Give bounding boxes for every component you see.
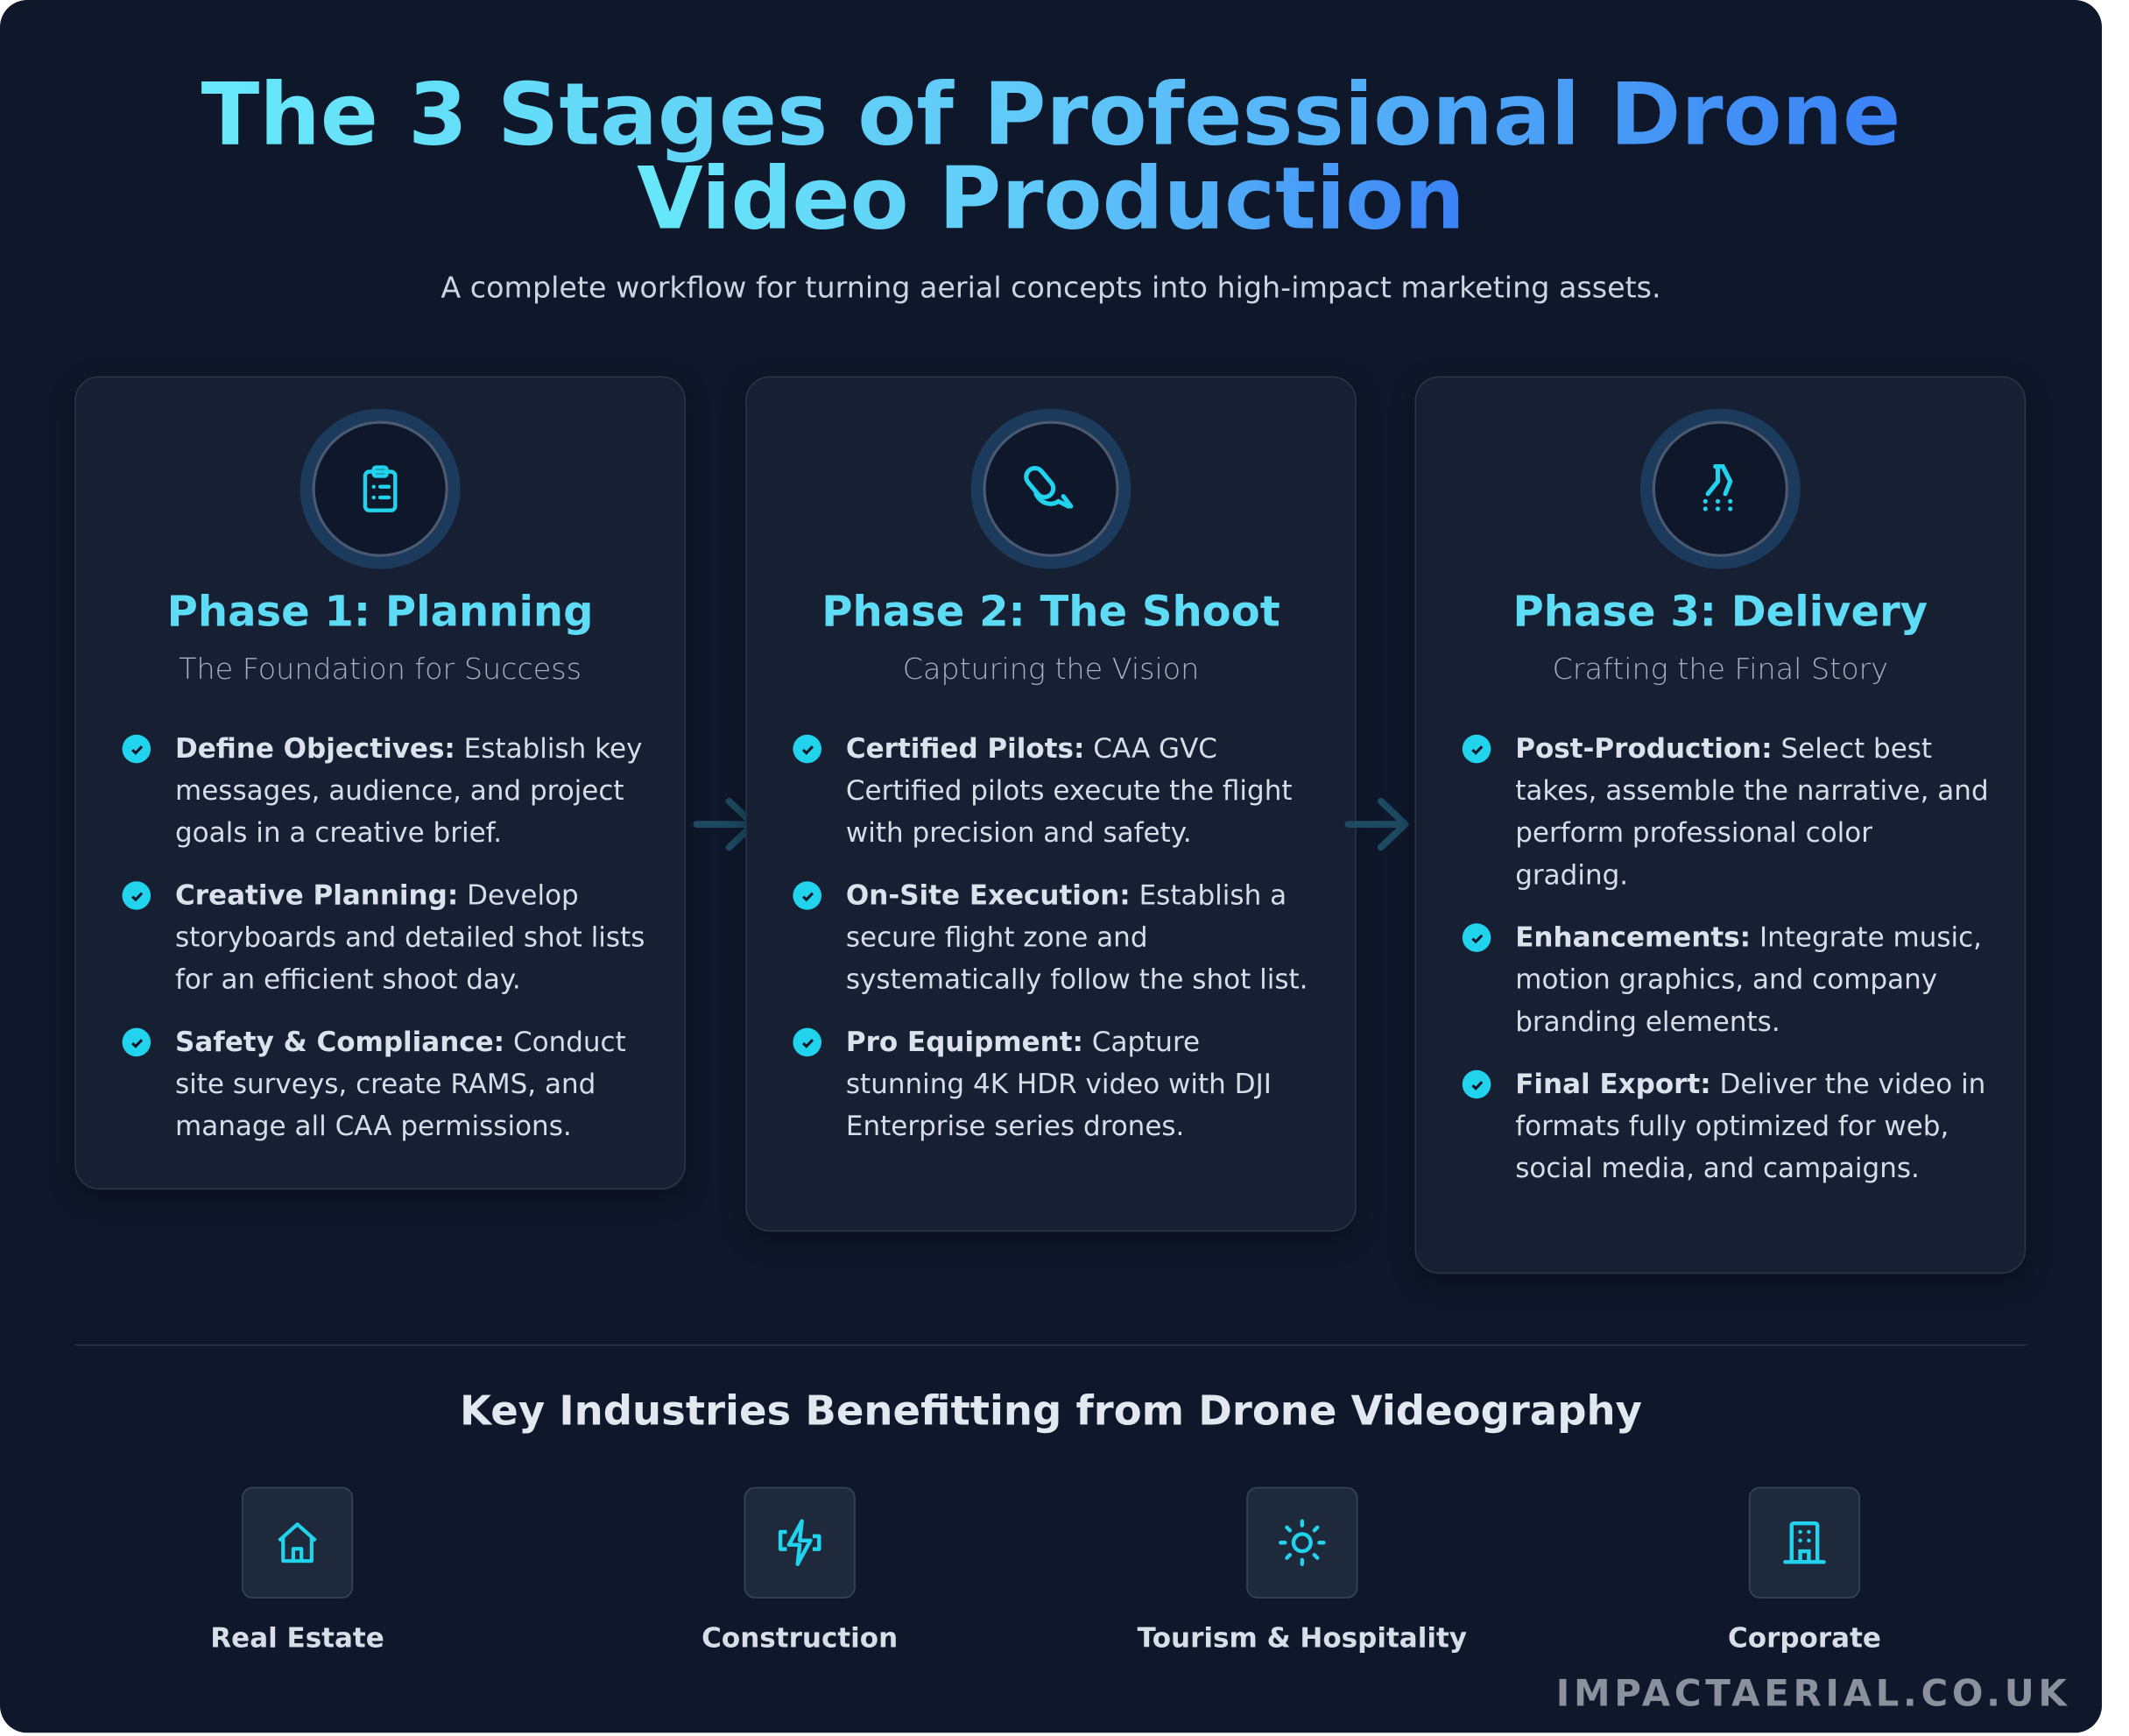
phase-icon-ring [1639,408,1801,569]
industry-tile-tourism [1246,1486,1358,1598]
industry-label: Tourism & Hospitality [1137,1621,1467,1655]
microphone-icon [1024,465,1074,509]
list-item: Define Objectives: Establish key message… [122,728,652,854]
phase-title: Phase 2: The Shoot [821,588,1280,638]
check-circle-icon [122,881,152,910]
check-circle-icon [122,1027,152,1057]
phase-subtitle: Crafting the Final Story [1552,653,1889,688]
watermark: IMPACTAERIAL.CO.UK [1555,1673,2071,1716]
industries-heading: Key Industries Benefitting from Drone Vi… [460,1387,1642,1436]
phase-card-shoot: Phase 2: The Shoot Capturing the Vision … [745,376,1357,1232]
check-circle-icon [1462,734,1491,764]
phase-subtitle: Capturing the Vision [902,653,1200,688]
industry-tile-construction [744,1486,856,1598]
list-item: On-Site Execution: Establish a secure fl… [793,874,1322,1000]
list-item: Safety & Compliance: Conduct site survey… [122,1021,652,1147]
page-subtitle: A complete workflow for turning aerial c… [441,272,1661,306]
industry-label: Real Estate [210,1621,384,1655]
check-circle-icon [793,881,821,910]
list-item: Final Export: Deliver the video in forma… [1462,1063,1992,1189]
phase-subtitle: The Foundation for Success [179,653,582,688]
spray-icon [1702,464,1733,512]
check-circle-icon [122,734,152,764]
sun-icon [1279,1519,1326,1567]
list-item: Enhancements: Integrate music, motion gr… [1462,917,1992,1043]
phase-card-delivery: Phase 3: Delivery Crafting the Final Sto… [1414,376,2027,1274]
list-item: Pro Equipment: Capture stunning 4K HDR v… [793,1021,1322,1147]
industry-label: Construction [701,1621,899,1655]
list-item: Post-Production: Select best takes, asse… [1462,728,1992,896]
industry-label: Corporate [1728,1621,1881,1655]
check-circle-icon [1462,923,1491,952]
phase-title: Phase 1: Planning [166,588,594,638]
list-item: Creative Planning: Develop storyboards a… [122,874,652,1000]
list-item: Certified Pilots: CAA GVC Certified pilo… [793,728,1322,854]
lightning-icon [778,1519,821,1567]
industry-tile-real-estate [241,1486,354,1598]
industry-tile-corporate [1748,1486,1861,1598]
house-icon [278,1522,317,1563]
clipboard-list-icon [363,465,398,512]
check-circle-icon [1462,1069,1491,1099]
check-circle-icon [793,734,821,764]
phase-card-planning: Phase 1: Planning The Foundation for Suc… [74,376,686,1190]
phase-icon-ring [970,408,1131,569]
check-circle-icon [793,1027,821,1057]
phase-icon-ring [300,408,461,569]
phase-title: Phase 3: Delivery [1512,588,1928,638]
building-icon [1783,1521,1826,1564]
arrow-right-icon [1344,797,1409,851]
section-divider [74,1344,2027,1346]
